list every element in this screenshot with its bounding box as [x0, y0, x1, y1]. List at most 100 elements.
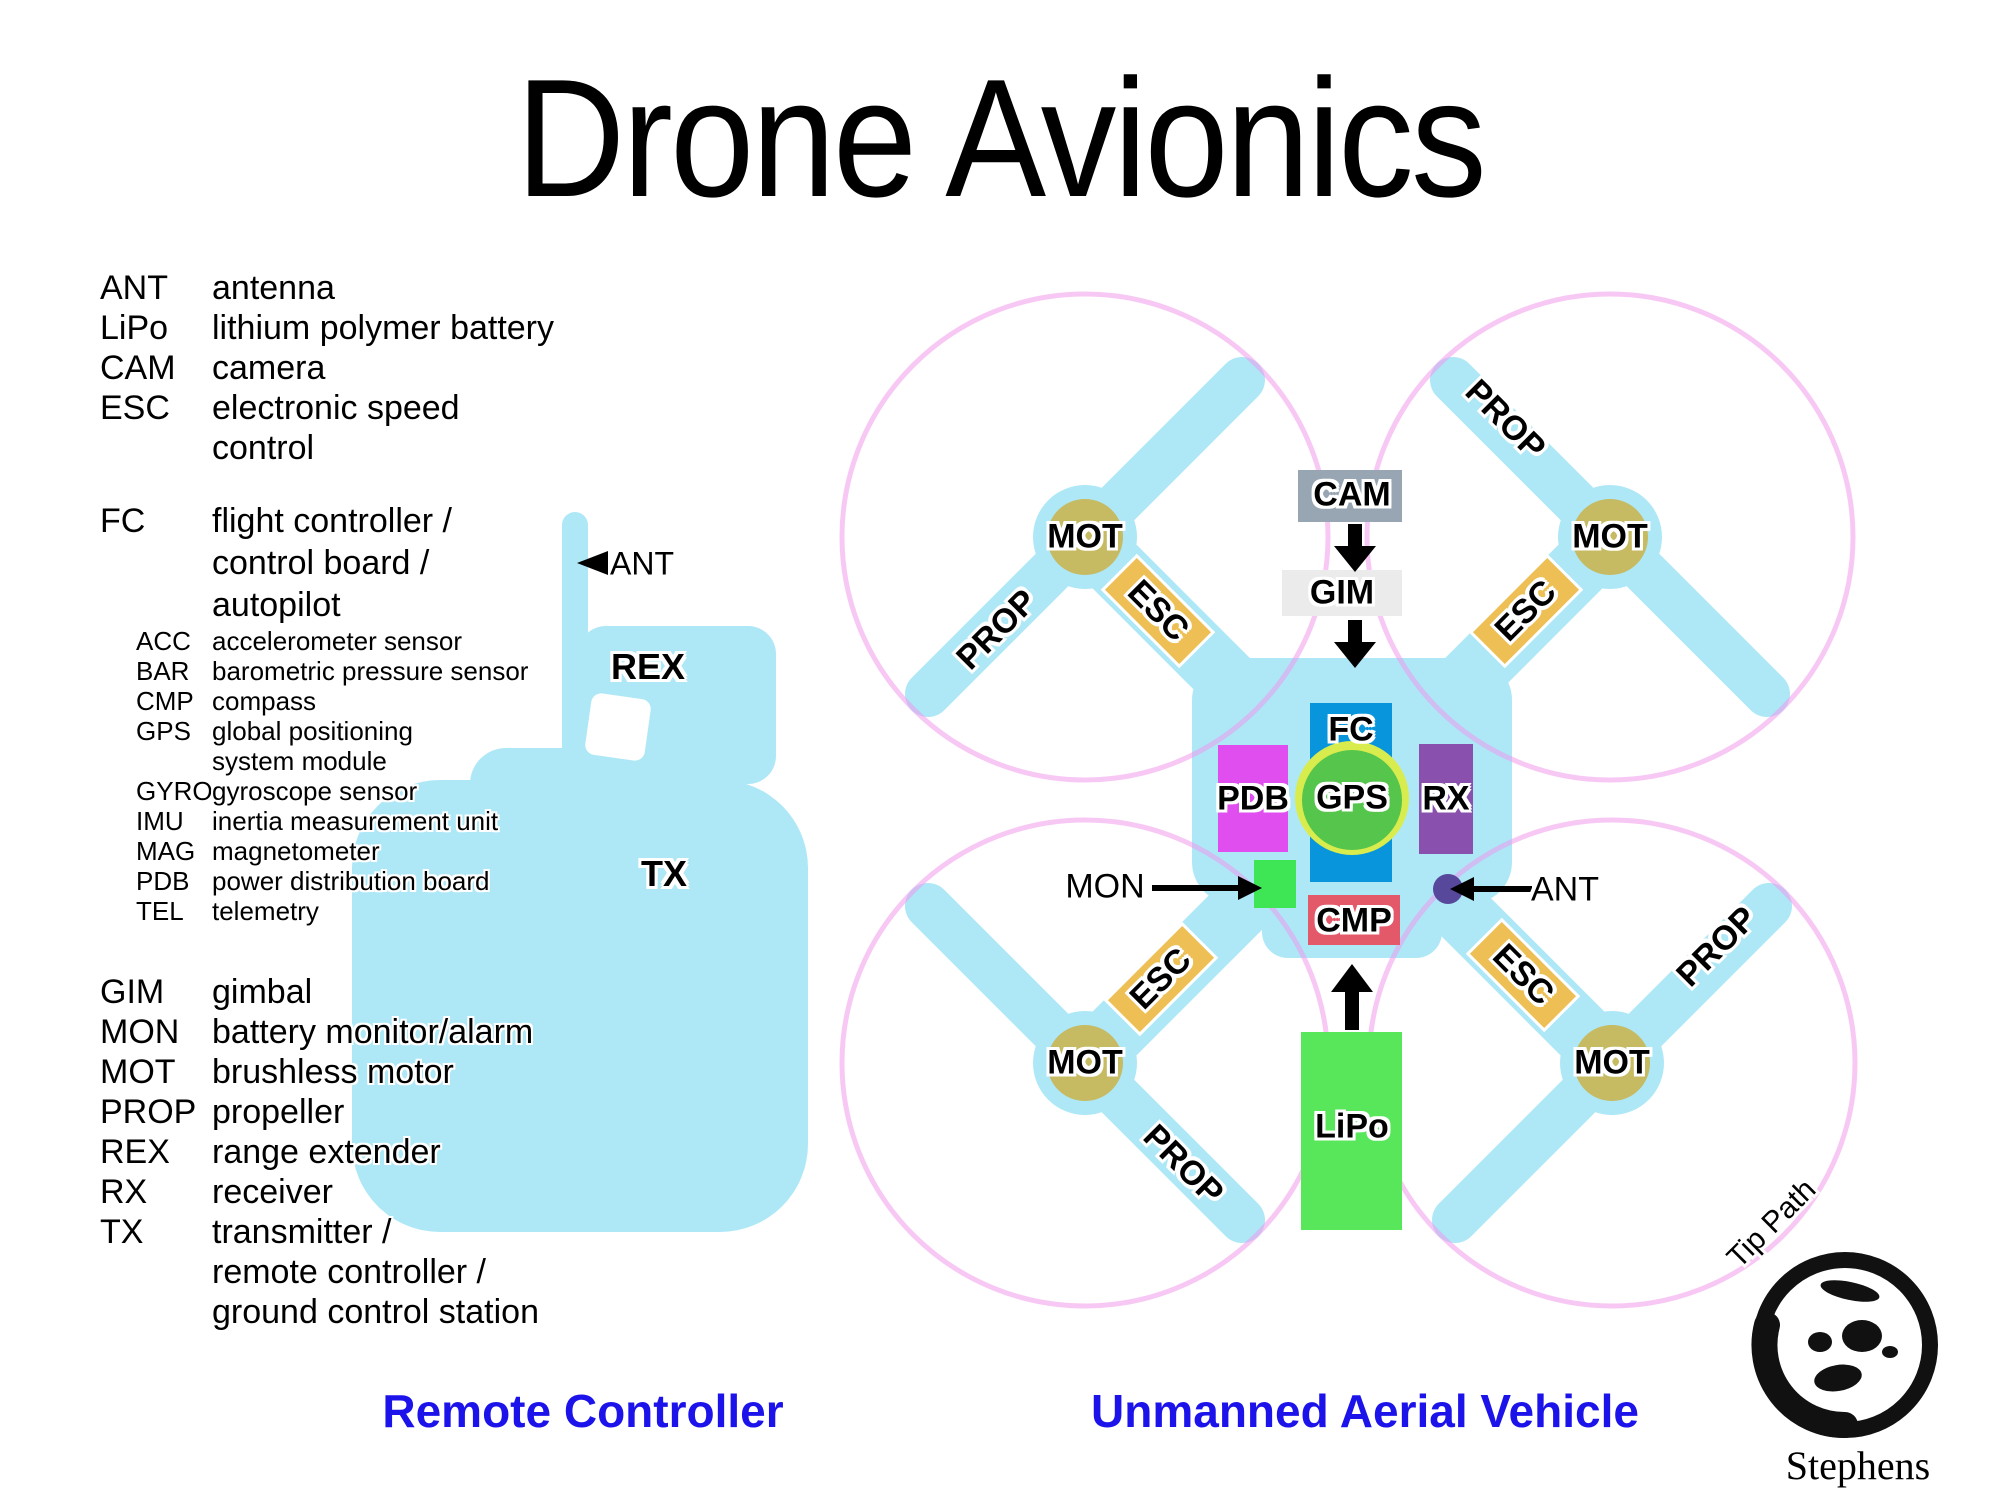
cmp-shape	[1308, 895, 1400, 945]
term-abbr: CMP	[136, 686, 194, 716]
tx-label: TX	[640, 853, 688, 894]
rex-notch	[585, 693, 651, 761]
term-abbr: RX	[100, 1173, 148, 1211]
mot-label-bottom-right: MOT	[1574, 1043, 1650, 1082]
esc-bottom-right-shape	[1465, 917, 1581, 1033]
cam-label: CAM	[1313, 475, 1391, 514]
mon-pointer-label: MON	[1065, 867, 1145, 906]
term-def: battery monitor/alarm	[212, 1013, 534, 1051]
term-abbr: MOT	[100, 1053, 176, 1091]
tip-path-top-right	[1364, 291, 1856, 783]
glossary-row: GPS global positioning system module	[100, 716, 528, 776]
term-abbr: ESC	[100, 389, 170, 427]
cmp-label: CMP	[1316, 901, 1392, 940]
ant-dot-shape	[1433, 874, 1463, 904]
avionics-components	[1218, 470, 1473, 1230]
mot-top-right-shape	[1572, 499, 1648, 575]
term-def: gimbal	[212, 973, 313, 1011]
remote-ant-label: ANT	[610, 545, 674, 582]
term-abbr: ANT	[100, 269, 168, 307]
arrow-mon-pointer	[1152, 876, 1262, 900]
logo-land-1	[1820, 1280, 1880, 1302]
term-def: power distribution board	[212, 866, 490, 896]
term-def: global positioning system module	[212, 716, 413, 776]
rex-label: REX	[610, 646, 686, 687]
term-def: transmitter / remote controller / ground…	[212, 1213, 539, 1331]
term-def: receiver	[212, 1173, 333, 1211]
term-def: barometric pressure sensor	[212, 656, 529, 686]
term-abbr: ACC	[136, 626, 191, 656]
term-def: accelerometer sensor	[212, 626, 462, 656]
logo-land-3	[1808, 1332, 1832, 1352]
term-def: propeller	[212, 1093, 345, 1131]
term-def: camera	[212, 349, 326, 387]
arrows	[1152, 524, 1532, 1030]
fc-label: FC	[1328, 710, 1374, 749]
arrow-gim-to-fc	[1334, 620, 1376, 668]
glossary-row: FC flight controller / control board / au…	[100, 500, 528, 626]
glossary-row: ACC accelerometer sensor	[100, 626, 528, 656]
term-abbr: FC	[100, 502, 146, 540]
term-abbr: GPS	[136, 716, 191, 746]
tip-path-top-left	[839, 291, 1331, 783]
arrow-cam-to-gim	[1334, 524, 1376, 572]
term-abbr: TX	[100, 1213, 144, 1251]
glossary-row: PDB power distribution board	[100, 866, 528, 896]
term-abbr: TEL	[136, 896, 184, 926]
glossary-fc: FC flight controller / control board / au…	[100, 500, 528, 926]
esc-bottom-left-shape	[1103, 921, 1219, 1037]
term-abbr: LiPo	[100, 309, 169, 347]
gps-label: GPS	[1316, 778, 1388, 817]
cam-shape	[1298, 470, 1402, 522]
glossary-row: CAM camera	[100, 348, 554, 388]
gim-label: GIM	[1309, 573, 1375, 612]
logo-land-2	[1842, 1320, 1882, 1352]
term-abbr: GIM	[100, 973, 165, 1011]
glossary-row: RX receiver	[100, 1172, 539, 1212]
stephens-logo	[1751, 1252, 1938, 1439]
glossary-row: TX transmitter / remote controller / grou…	[100, 1212, 539, 1332]
remote-ant-arrowhead	[577, 551, 608, 575]
rx-label: RX	[1422, 779, 1470, 818]
gim-shape	[1282, 570, 1402, 616]
term-def: telemetry	[212, 896, 319, 926]
mot-bottom-right-shape	[1574, 1025, 1650, 1101]
mot-label-top-left: MOT	[1047, 517, 1123, 556]
glossary-row: CMP compass	[100, 686, 528, 716]
term-abbr: PDB	[136, 866, 190, 896]
term-abbr: MAG	[136, 836, 196, 866]
pdb-shape	[1218, 745, 1288, 852]
term-def: flight controller / control board / auto…	[212, 502, 452, 624]
term-abbr: REX	[100, 1133, 170, 1171]
esc-pads	[1100, 553, 1584, 1037]
glossary-row: BAR barometric pressure sensor	[100, 656, 528, 686]
term-def: compass	[212, 686, 317, 716]
term-abbr: BAR	[136, 656, 190, 686]
mot-top-left-shape	[1047, 499, 1123, 575]
esc-top-left-shape	[1100, 553, 1216, 669]
logo-land-4	[1814, 1364, 1862, 1392]
term-abbr: CAM	[100, 349, 176, 387]
rx-shape	[1419, 744, 1473, 854]
glossary-row: MAG magnetometer	[100, 836, 528, 866]
term-def: magnetometer	[212, 836, 380, 866]
lipo-shape	[1301, 1032, 1402, 1230]
mot-label-top-right: MOT	[1572, 517, 1648, 556]
arrow-lipo-up	[1331, 964, 1373, 1030]
caption-uav: Unmanned Aerial Vehicle	[1091, 1385, 1639, 1437]
tx-body-shape	[352, 780, 808, 1232]
caption-remote-controller: Remote Controller	[382, 1385, 784, 1437]
term-def: antenna	[212, 269, 335, 307]
glossary-fc-sub: ACC accelerometer sensor BAR barometric pr…	[100, 626, 528, 926]
logo-land-5	[1882, 1346, 1898, 1358]
